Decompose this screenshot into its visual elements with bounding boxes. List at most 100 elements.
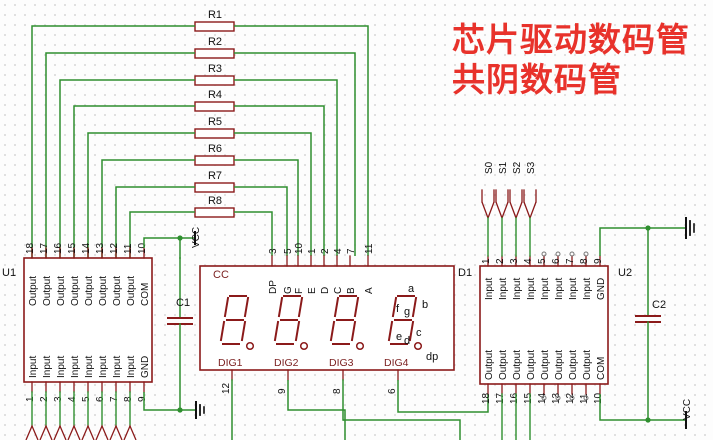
digit2-seg-e bbox=[273, 320, 280, 342]
wire-u2-gnd bbox=[599, 227, 686, 256]
u2-top-pin-name: Input bbox=[512, 278, 523, 300]
wire-segment-3 bbox=[234, 79, 338, 256]
digit4-seg-f bbox=[391, 296, 398, 318]
wire-u1-output-2 bbox=[45, 52, 195, 258]
input-switch bbox=[67, 424, 81, 440]
legend-e: e bbox=[396, 331, 402, 343]
wire-dig2 bbox=[287, 380, 346, 440]
resistor-r7 bbox=[194, 182, 235, 193]
u1-top-pin-name: COM bbox=[140, 283, 151, 306]
digit1-seg-c bbox=[240, 320, 247, 342]
wire-dig4 bbox=[397, 380, 489, 413]
u1-top-pin-name: Output bbox=[70, 276, 81, 306]
u1-bottom-pin-number: 5 bbox=[81, 396, 92, 402]
digit3-seg-dp bbox=[355, 341, 365, 351]
display-seg-pin-number: 7 bbox=[346, 248, 357, 254]
display-seg-pin-name: G bbox=[283, 286, 294, 294]
input-switch bbox=[81, 424, 95, 440]
u1-top-pin-name: Output bbox=[28, 276, 39, 306]
u1-bottom-pin-name: Input bbox=[98, 356, 109, 378]
display-body bbox=[199, 265, 455, 371]
u1-bottom-pin-name: Input bbox=[112, 356, 123, 378]
u2-bottom-pin-number: 16 bbox=[509, 392, 520, 404]
u2-top-pin-name: Input bbox=[498, 278, 509, 300]
digit4-seg-b bbox=[411, 296, 418, 318]
input-switch bbox=[109, 424, 123, 440]
wire-u1-output-4 bbox=[73, 105, 195, 258]
u1-top-pin-number: 14 bbox=[81, 242, 92, 254]
unused-pin-marker bbox=[583, 251, 589, 257]
digit-pin-number: 9 bbox=[277, 388, 288, 394]
digit-pin-number: 8 bbox=[332, 388, 343, 394]
resistor-label-r5: R5 bbox=[208, 116, 222, 128]
u2-bottom-pin-name: Output bbox=[526, 350, 537, 380]
u2-top-pin-number: 3 bbox=[509, 258, 520, 264]
resistor-label-r2: R2 bbox=[208, 36, 222, 48]
display-seg-pin-name: DP bbox=[268, 280, 279, 294]
switch-label-s3: S3 bbox=[526, 161, 537, 174]
digit2-seg-b bbox=[297, 296, 304, 318]
u1-bottom-pin-number: 4 bbox=[67, 396, 78, 402]
display-seg-pin-number: 5 bbox=[283, 248, 294, 254]
display-seg-pin-name: B bbox=[346, 287, 357, 294]
u2-top-pin-name: Input bbox=[568, 278, 579, 300]
digit-label-4: DIG4 bbox=[384, 357, 409, 369]
u2-label: U2 bbox=[618, 267, 632, 279]
resistor-r3 bbox=[194, 75, 235, 86]
unused-pin-marker bbox=[541, 395, 547, 401]
resistor-r8 bbox=[194, 207, 235, 218]
legend-dp: dp bbox=[426, 351, 438, 363]
junction-dot bbox=[645, 225, 651, 231]
display-seg-pin-name: D bbox=[320, 287, 331, 294]
u2-bottom-pin-name: Output bbox=[498, 350, 509, 380]
u2-bottom-pin-number: 18 bbox=[481, 392, 492, 404]
display-ref: D1 bbox=[458, 267, 472, 279]
display-seg-pin-name: C bbox=[333, 287, 344, 294]
u2-top-pin-name: Input bbox=[484, 278, 495, 300]
resistor-r1 bbox=[194, 21, 235, 32]
u2-top-pin-number: 2 bbox=[495, 258, 506, 264]
u1-bottom-pin-number: 2 bbox=[39, 396, 50, 402]
legend-b: b bbox=[422, 299, 428, 311]
u1-top-pin-name: Output bbox=[84, 276, 95, 306]
u2-bottom-pin-number: 15 bbox=[523, 392, 534, 404]
unused-pin-marker bbox=[583, 395, 589, 401]
legend-d: d bbox=[404, 335, 410, 347]
display-cc-label: CC bbox=[213, 269, 229, 281]
digit-pin-number: 6 bbox=[387, 388, 398, 394]
legend-a: a bbox=[408, 283, 415, 295]
u1-bottom-pin-number: 7 bbox=[109, 396, 120, 402]
display-seg-pin-number: 10 bbox=[294, 242, 305, 254]
u1-bottom-pin-number: 3 bbox=[53, 396, 64, 402]
u1-bottom-pin-name: Input bbox=[84, 356, 95, 378]
digit1-seg-e bbox=[219, 320, 226, 342]
u2-bottom-pin-name: COM bbox=[596, 357, 607, 380]
switch-s0 bbox=[481, 201, 495, 220]
switch-s1 bbox=[495, 201, 509, 220]
wire-u1-output-3 bbox=[59, 79, 195, 258]
wire-segment-1 bbox=[234, 25, 369, 256]
switch-label-s1: S1 bbox=[498, 161, 509, 174]
c1-label: C1 bbox=[176, 297, 190, 309]
title-line-2: 共阴数码管 bbox=[452, 60, 622, 99]
resistor-r2 bbox=[194, 48, 235, 59]
u1-bottom-pin-number: 9 bbox=[137, 396, 148, 402]
u1-top-pin-name: Output bbox=[98, 276, 109, 306]
u2-bottom-pin-name: Output bbox=[512, 350, 523, 380]
resistor-r6 bbox=[194, 155, 235, 166]
vcc-label-top: VCC bbox=[191, 227, 202, 248]
u2-top-pin-name: Input bbox=[582, 278, 593, 300]
vcc-label-bottom: VCC bbox=[682, 399, 693, 420]
resistor-label-r1: R1 bbox=[208, 9, 222, 21]
u1-bottom-pin-number: 6 bbox=[95, 396, 106, 402]
wire-segment-2 bbox=[234, 52, 356, 256]
u2-bottom-pin-number: 17 bbox=[495, 392, 506, 404]
u1-top-pin-number: 17 bbox=[39, 242, 50, 254]
wire-segment-5 bbox=[234, 132, 312, 256]
u2-bottom-pin-name: Output bbox=[554, 350, 565, 380]
digit2-seg-f bbox=[277, 296, 284, 318]
wire-u1-output-8 bbox=[129, 211, 195, 258]
digit1-seg-dp bbox=[245, 341, 255, 351]
u2-bottom-pin-number: 10 bbox=[593, 392, 604, 404]
